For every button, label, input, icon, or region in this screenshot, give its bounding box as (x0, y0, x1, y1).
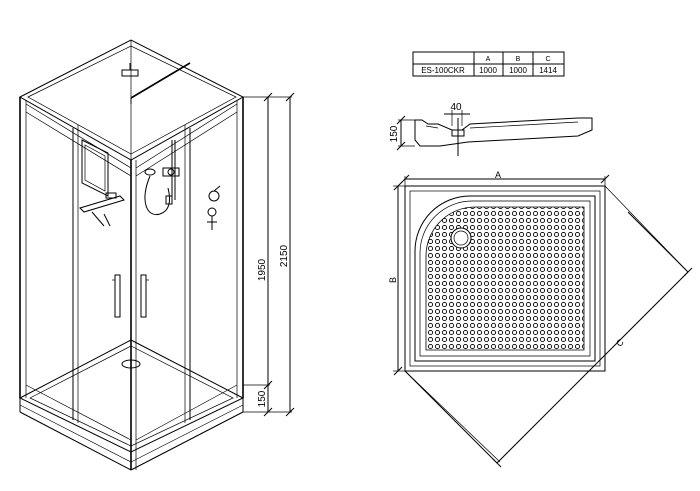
spec-value-b: 1000 (509, 66, 527, 75)
total-height-label: 2150 (279, 244, 290, 267)
tray-profile: 150 40 (389, 102, 593, 156)
spec-value-a: 1000 (479, 66, 497, 75)
tray-height-label: 150 (257, 390, 268, 407)
spec-header-c: C (545, 56, 550, 63)
tray-plan: A B C (388, 170, 693, 468)
spec-header-a: A (486, 56, 491, 63)
profile-depth-label: 40 (450, 102, 462, 113)
plan-diagonal-label: C (614, 337, 626, 349)
shower-cabin-drawing (18, 39, 245, 471)
spec-table: A B C ES-100CKR 1000 1000 1414 (412, 51, 565, 77)
plan-width-label: A (495, 170, 501, 180)
spec-model: ES-100CKR (421, 66, 465, 75)
profile-height-label: 150 (389, 125, 400, 142)
spec-header-b: B (516, 56, 521, 63)
spec-value-c: 1414 (539, 66, 557, 75)
cabin-dimensions: 2150 1950 150 (243, 92, 295, 417)
glass-height-label: 1950 (257, 258, 268, 281)
plan-depth-label: B (388, 277, 398, 283)
